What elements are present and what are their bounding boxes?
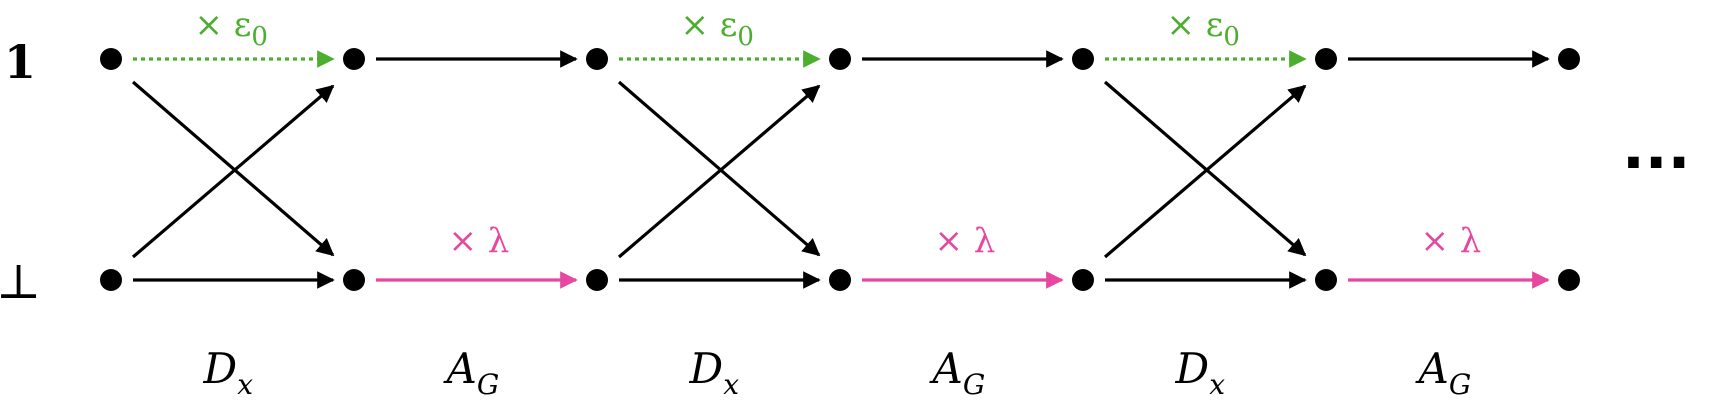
node-top-2 (586, 48, 608, 70)
node-bottom-4 (1072, 269, 1094, 291)
annotation-lambda-1: × λ (449, 221, 510, 261)
annotation-epsilon-2: × ε0 (681, 5, 754, 52)
node-top-0 (100, 48, 122, 70)
row-label-top: 1 (4, 35, 36, 89)
row-label-bottom: ⊥ (0, 254, 41, 310)
operator-label-3: AG (929, 344, 986, 401)
operator-label-sub-2: x (723, 368, 739, 401)
nodes-layer (100, 48, 1580, 291)
annotation-epsilon-0: × ε0 (195, 5, 268, 52)
node-top-1 (343, 48, 365, 70)
node-top-6 (1558, 48, 1580, 70)
node-top-5 (1315, 48, 1337, 70)
node-top-3 (829, 48, 851, 70)
annotation-lambda-3: × λ (935, 221, 996, 261)
operator-label-sub-3: G (963, 368, 985, 401)
node-bottom-1 (343, 269, 365, 291)
annotation-epsilon-sub-2: 0 (737, 22, 754, 52)
operator-label-5: AG (1415, 344, 1472, 401)
operator-label-1: AG (443, 344, 500, 401)
edge-cross-down-2 (617, 80, 821, 257)
ellipsis: ··· (1622, 128, 1690, 198)
operator-label-sub-5: G (1449, 368, 1471, 401)
node-bottom-6 (1558, 269, 1580, 291)
node-bottom-0 (100, 269, 122, 291)
edge-cross-up-4 (1103, 84, 1307, 259)
node-bottom-5 (1315, 269, 1337, 291)
annotation-lambda-5: × λ (1421, 221, 1482, 261)
operator-label-0: Dx (203, 344, 254, 401)
edge-cross-down-0 (131, 80, 335, 257)
edge-cross-up-2 (617, 84, 821, 259)
operator-label-sub-1: G (477, 368, 499, 401)
operator-label-sub-4: x (1209, 368, 1225, 401)
annotation-epsilon-sub-0: 0 (251, 22, 268, 52)
annotations-layer: × ε0 × λ × ε0 × λ × ε0 × λ (195, 5, 1482, 261)
operator-label-4: Dx (1175, 344, 1226, 401)
annotation-epsilon-sub-4: 0 (1223, 22, 1240, 52)
edges-layer (131, 50, 1550, 289)
annotation-epsilon-4: × ε0 (1167, 5, 1240, 52)
node-bottom-2 (586, 269, 608, 291)
edge-cross-down-4 (1103, 80, 1307, 257)
node-bottom-3 (829, 269, 851, 291)
operator-label-2: Dx (689, 344, 740, 401)
node-top-4 (1072, 48, 1094, 70)
operator-labels-layer: Dx AG Dx AG Dx AG (203, 344, 1472, 401)
operator-label-sub-0: x (237, 368, 253, 401)
edge-cross-up-0 (131, 84, 335, 259)
